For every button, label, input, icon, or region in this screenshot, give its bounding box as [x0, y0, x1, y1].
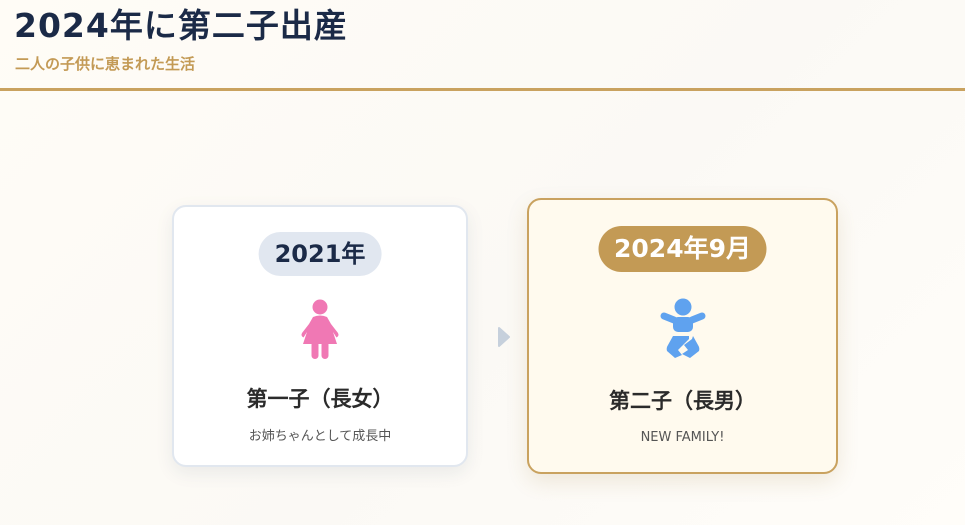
- baby-icon: [660, 298, 705, 358]
- second-child-year-badge: 2024年9月: [598, 226, 767, 272]
- first-child-note: お姉ちゃんとして成長中: [248, 429, 392, 444]
- first-child-card: 2021年 第一子（長女） お姉ちゃんとして成長中: [172, 205, 468, 467]
- first-child-year-badge: 2021年: [258, 232, 382, 276]
- second-child-label: 第二子（長男）: [609, 389, 756, 413]
- second-child-card: 2024年9月 第二子（長男） NEW FAMILY!: [527, 198, 838, 474]
- page-subtitle: 二人の子供に恵まれた生活: [15, 55, 196, 73]
- second-child-note: NEW FAMILY!: [640, 430, 725, 445]
- arrow-right-icon: [498, 327, 510, 347]
- page-header: 2024年に第二子出産 二人の子供に恵まれた生活: [0, 0, 965, 91]
- first-child-label: 第一子（長女）: [246, 387, 394, 411]
- page-title: 2024年に第二子出産: [14, 6, 348, 45]
- girl-icon: [301, 299, 339, 359]
